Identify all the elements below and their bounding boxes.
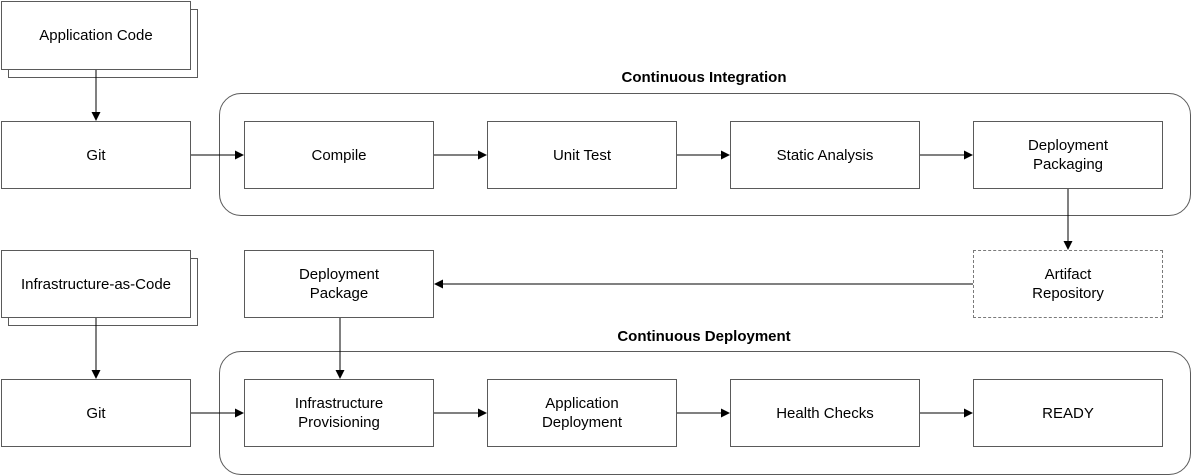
compile-node: Compile [244, 121, 434, 189]
deployment-packaging-node: Deployment Packaging [973, 121, 1163, 189]
deployment-package-node: Deployment Package [244, 250, 434, 318]
infrastructure-provisioning-label: Infrastructure Provisioning [294, 395, 384, 431]
deployment-package-label: Deployment Package [298, 266, 380, 302]
infrastructure-as-code-label: Infrastructure-as-Code [20, 275, 172, 293]
artifact-repository-label: Artifact Repository [1032, 266, 1104, 302]
application-deployment-node: Application Deployment [487, 379, 677, 447]
git-bottom-node: Git [1, 379, 191, 447]
artifact-repository-node: Artifact Repository [973, 250, 1163, 318]
unit-test-label: Unit Test [552, 146, 612, 164]
infrastructure-as-code-node: Infrastructure-as-Code [1, 250, 191, 318]
application-code-node: Application Code [1, 1, 191, 70]
infrastructure-provisioning-node: Infrastructure Provisioning [244, 379, 434, 447]
continuous-integration-title: Continuous Integration [621, 69, 787, 86]
unit-test-node: Unit Test [487, 121, 677, 189]
static-analysis-node: Static Analysis [730, 121, 920, 189]
git-top-node: Git [1, 121, 191, 189]
health-checks-label: Health Checks [776, 404, 874, 422]
application-code-label: Application Code [39, 27, 153, 44]
application-deployment-label: Application Deployment [541, 395, 623, 431]
compile-label: Compile [311, 146, 367, 164]
health-checks-node: Health Checks [730, 379, 920, 447]
git-bottom-label: Git [86, 404, 106, 422]
deployment-packaging-label: Deployment Packaging [1027, 137, 1109, 173]
git-top-label: Git [86, 146, 106, 164]
ready-label: READY [1042, 404, 1094, 422]
continuous-deployment-title: Continuous Deployment [617, 328, 791, 345]
static-analysis-label: Static Analysis [776, 146, 874, 164]
ready-node: READY [973, 379, 1163, 447]
